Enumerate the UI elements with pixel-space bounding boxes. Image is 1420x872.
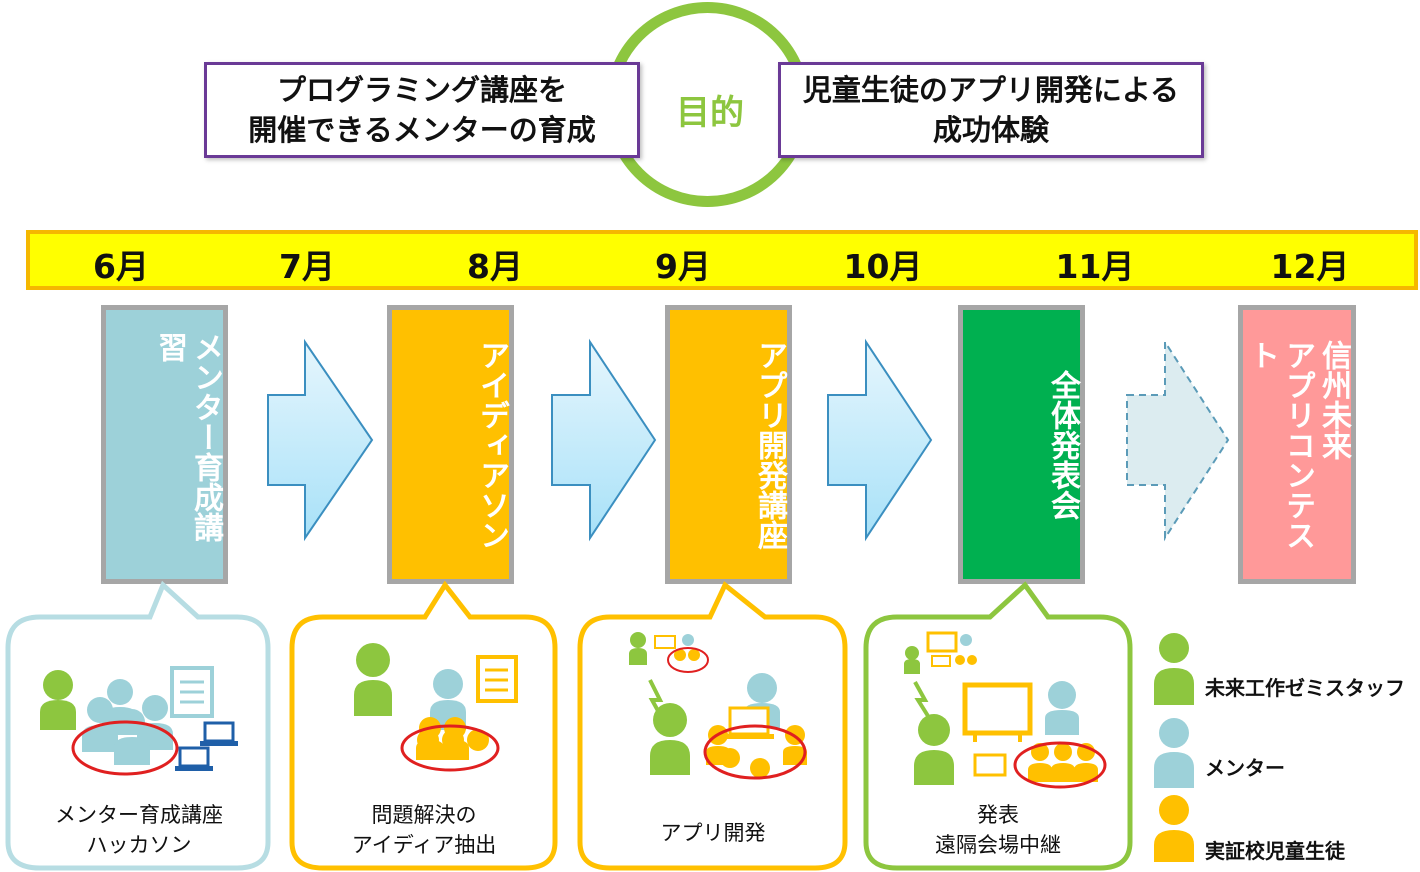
staff-person-icon [354,643,392,716]
month-label: 11月 [1055,247,1135,286]
arrow-icon [551,338,657,542]
remote-link-icon [913,681,930,718]
group-ring [1013,741,1107,789]
month-label: 8月 [467,247,523,286]
legend-student-icon [1154,795,1194,862]
phase-presentation: 全体発表会 [958,305,1085,584]
month-label: 12月 [1270,247,1350,286]
month-label: 10月 [843,247,923,286]
laptop-icon [200,721,238,746]
legend-label: 実証校児童生徒 [1205,839,1345,863]
timeline-band [26,230,1418,290]
screen-icon [926,631,958,653]
student-group-icon [674,634,700,661]
laptop-icon [973,753,1007,777]
phase-app-contest: 信州未来 アプリコンテスト [1238,305,1356,584]
remote-link-icon [648,679,664,719]
month-label: 9月 [655,247,711,286]
screen-icon [962,682,1033,742]
phase-label: メンター育成講習 [152,332,223,542]
staff-person-icon [914,714,954,785]
legend-staff-icon [1154,633,1194,705]
phase-label: 全体発表会 [1045,369,1080,520]
staff-person-icon [650,703,690,775]
mentor-person-icon [1045,681,1079,735]
callout-text: メンター育成講座 ハッカソン [55,803,223,857]
staff-person-icon [629,632,647,665]
phase-label: アイディアソン [474,339,509,550]
student-group-icon [416,717,489,760]
phase-label: 信州未来 アプリコンテスト [1244,340,1351,550]
phase-label: アプリ開発講座 [752,339,787,550]
laptop-icon [175,746,213,771]
legend-mentor-icon [1154,718,1194,788]
group-ring [667,647,709,673]
mentor-group-icon [82,679,173,765]
callout-text: 発表 遠隔会場中継 [935,803,1061,857]
purpose-label: 目的 [676,93,744,133]
phase-mentor-training: メンター育成講習 [101,305,228,584]
arrow-icon [267,338,374,542]
month-label: 7月 [279,247,335,286]
staff-person-icon [904,646,920,674]
legend-label: メンター [1205,756,1285,780]
phase-app-dev-course: アプリ開発講座 [665,305,792,584]
callout-text: 問題解決の アイディア抽出 [351,803,497,857]
phase-ideathon: アイディアソン [387,305,514,584]
document-icon [170,666,214,718]
month-label: 6月 [93,247,149,286]
goal-mentor-training: プログラミング講座を 開催できるメンターの育成 [204,62,640,158]
group-ring [703,724,807,780]
laptop-icon [654,635,676,649]
legend-label: 未来工作ゼミスタッフ [1205,676,1405,700]
arrow-dashed-icon [1126,338,1230,542]
arrow-icon [827,338,933,542]
laptop-icon [724,706,774,739]
laptop-icon [931,655,951,667]
goal-student-success: 児童生徒のアプリ開発による 成功体験 [778,62,1204,158]
student-group-icon [955,634,977,665]
group-ring [400,724,500,772]
callout-text: アプリ開発 [660,821,766,845]
group-ring [71,720,179,776]
staff-person-icon [40,670,76,730]
document-icon [476,655,518,703]
